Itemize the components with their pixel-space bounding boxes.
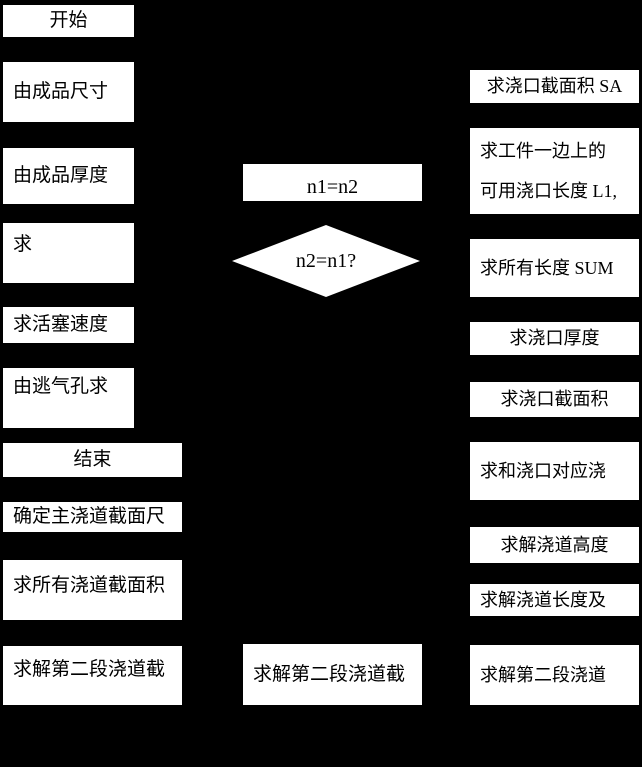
flow-node-second-runner-left: 求解第二段浇道截 [3,646,182,705]
flow-node-end: 结束 [3,443,182,477]
flow-node-start: 开始 [3,5,134,37]
flow-node-gate-corresponding: 求和浇口对应浇 [470,442,639,500]
flow-node-gate-area-sa: 求浇口截面积 SA [470,70,639,103]
flow-node-gate-thickness: 求浇口厚度 [470,322,639,355]
flow-node-runner-length: 求解浇道长度及 [470,584,639,616]
flow-node-all-runner-area: 求所有浇道截面积 [3,560,182,620]
flow-node-n1-eq-n2: n1=n2 [243,164,422,201]
flow-node-solve: 求 [3,223,134,283]
flow-node-second-runner-mid: 求解第二段浇道截 [243,644,422,705]
flow-node-vent-hole: 由逃气孔求 [3,368,134,428]
flow-node-total-length-sum: 求所有长度 SUM [470,239,639,297]
flow-node-second-runner-right: 求解第二段浇道 [470,645,639,705]
flow-decision-n2-eq-n1: n2=n1? [232,225,420,297]
flow-node-runner-height: 求解浇道高度 [470,527,639,563]
flow-node-main-runner-section: 确定主浇道截面尺 [3,502,182,532]
flow-node-gate-area: 求浇口截面积 [470,382,639,417]
flow-node-product-size: 由成品尺寸 [3,62,134,122]
flow-node-gate-length-l1: 求工件一边上的 可用浇口长度 L1, [470,128,639,214]
flow-node-piston-speed: 求活塞速度 [3,307,134,343]
flow-node-product-thickness: 由成品厚度 [3,148,134,204]
